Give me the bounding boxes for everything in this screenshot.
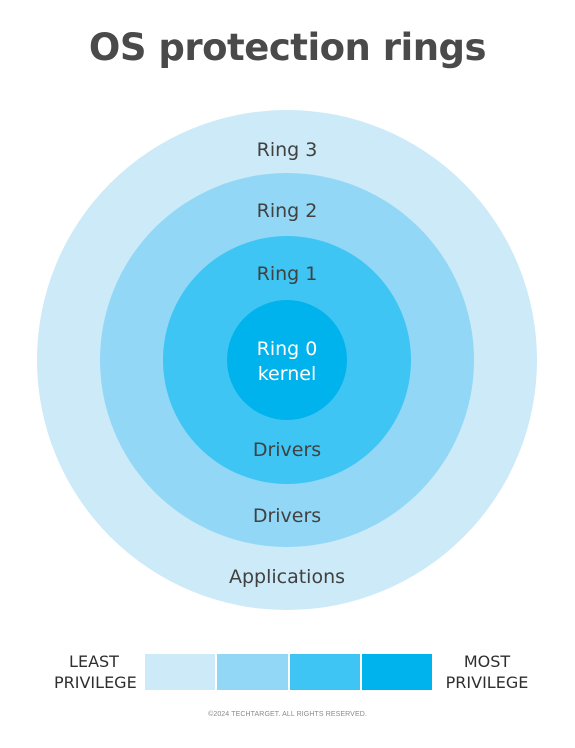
diagram-title: OS protection rings [88,26,487,69]
legend-most-privilege: MOST PRIVILEGE [441,651,533,693]
legend-left-line1: LEAST [69,652,119,671]
legend-swatch-ring-2 [217,654,288,690]
legend-right-line1: MOST [463,652,511,671]
ring-2-label: Ring 2 [257,200,318,222]
legend-left-line2: PRIVILEGE [54,673,137,692]
legend-swatch-ring-3 [145,654,216,690]
ring-1-label: Ring 1 [257,263,318,285]
ring-2-inner-label: Drivers [253,505,321,527]
ring-1-inner-label: Drivers [253,439,321,461]
legend-swatch-ring-1 [289,654,360,690]
ring-0-inner-label: kernel [258,363,317,385]
ring-3-inner-label: Applications [229,566,345,588]
legend-swatch-ring-0 [361,654,432,690]
legend-right-line2: PRIVILEGE [445,673,529,692]
copyright-notice: ©2024 TECHTARGET. ALL RIGHTS RESERVED. [208,711,367,718]
legend-least-privilege: LEAST PRIVILEGE [54,651,137,693]
ring-0-circle [227,300,347,420]
ring-0-label: Ring 0 [257,338,318,360]
privilege-legend-bar [145,654,432,690]
ring-3-label: Ring 3 [257,139,318,161]
